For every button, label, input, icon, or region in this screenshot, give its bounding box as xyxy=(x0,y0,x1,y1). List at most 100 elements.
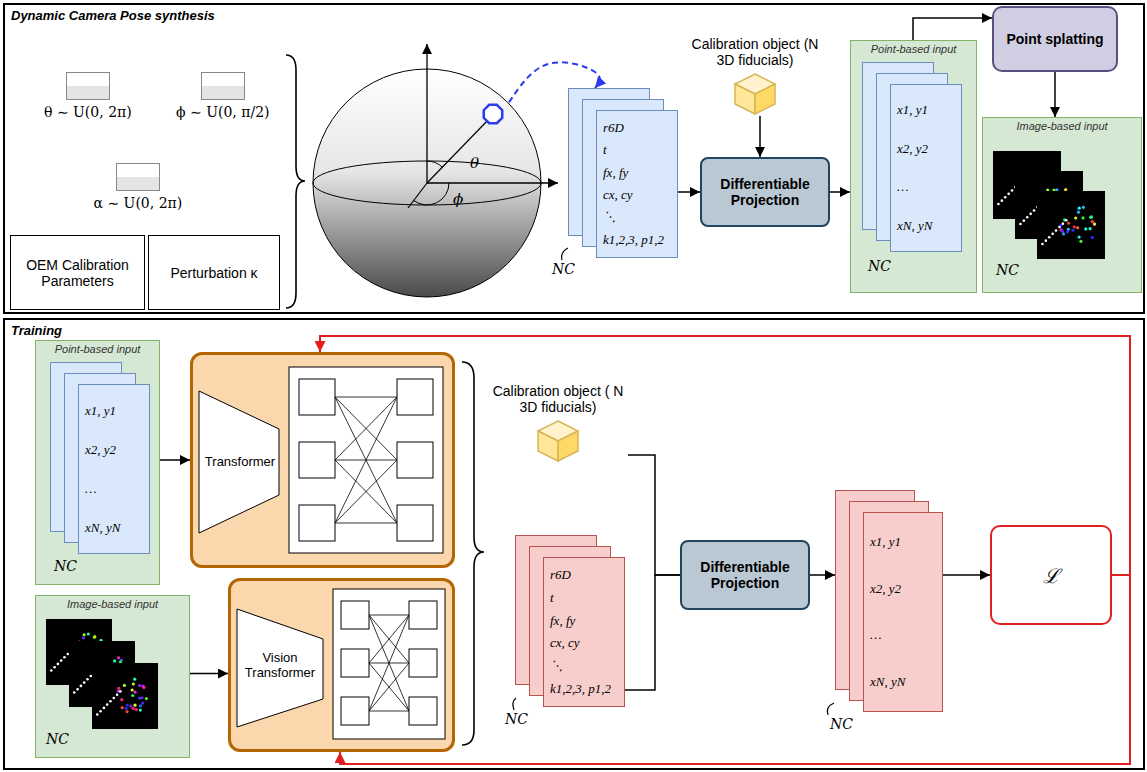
node-text: fx, fy xyxy=(550,613,575,629)
fiducial-dot xyxy=(50,669,53,672)
stack-count: NC xyxy=(868,258,891,274)
node-text: x2, y2 xyxy=(85,442,116,458)
fiducial-dot xyxy=(139,704,142,707)
node-text: … xyxy=(870,627,882,643)
node-text: θ xyxy=(470,154,479,172)
fiducial-dot xyxy=(131,694,134,697)
fiducial-dot xyxy=(60,659,63,662)
fiducial-dot xyxy=(93,636,96,639)
sampling-distribution: ϕ ∼ U(0, π/2) xyxy=(176,72,270,120)
neuron-box xyxy=(299,505,335,541)
node-text: fx, fy xyxy=(603,165,628,181)
fiducial-dot xyxy=(1026,216,1029,219)
neuron-box xyxy=(341,649,369,677)
node-text: x2, y2 xyxy=(870,581,901,597)
camera-ray xyxy=(427,118,490,183)
neuron-link xyxy=(335,397,397,460)
stack-brace xyxy=(513,698,516,710)
card-stack: x1, y1x2, y2…xN, yN xyxy=(50,362,150,554)
node-text: Image-based input xyxy=(36,596,189,610)
splat-image xyxy=(1037,191,1105,259)
neuron-box xyxy=(409,601,437,629)
fiducial-dot xyxy=(145,697,148,700)
node-text: Point splatting xyxy=(1006,31,1103,47)
fiducial-dot xyxy=(121,706,124,709)
fiducial-dot xyxy=(133,704,136,707)
neuron-box xyxy=(397,442,433,478)
axis-arrow xyxy=(426,44,427,183)
curly-brace xyxy=(462,362,484,745)
connector-arrow xyxy=(625,575,680,690)
fiducial-dot xyxy=(1045,239,1048,242)
connector-arrow xyxy=(759,116,761,157)
fiducial-dot xyxy=(125,710,128,713)
card-stack: r6Dtfx, fycx, cy⋱k1,2,3, p1,2 xyxy=(568,88,678,258)
distribution-icon xyxy=(201,72,245,100)
fiducial-dot xyxy=(1093,222,1096,225)
node-text: t xyxy=(603,142,607,158)
node-text: Differentiable Projection xyxy=(688,559,802,591)
node-text: OEM Calibration Parameters xyxy=(19,257,136,289)
fiducial-dot xyxy=(1089,216,1092,219)
fiducial-dot xyxy=(89,675,92,678)
neuron-box xyxy=(397,505,433,541)
model-block: Transformer xyxy=(190,352,455,568)
fiducial-dot xyxy=(123,684,126,687)
parameter-box: OEM Calibration Parameters xyxy=(10,235,145,310)
node-text: ℒ xyxy=(1043,562,1060,589)
model-block: Vision Transformer xyxy=(228,578,455,752)
node-text: Dynamic Camera Pose synthesis xyxy=(5,5,221,26)
layer-panel xyxy=(333,589,445,739)
fiducial-dot xyxy=(83,681,86,684)
card-stack: r6Dtfx, fycx, cy⋱k1,2,3, p1,2 xyxy=(515,535,625,707)
front-card: x1, y1x2, y2…xN, yN xyxy=(890,84,962,252)
cube-face xyxy=(538,431,558,461)
fiducial-dot xyxy=(80,685,83,688)
fiducial-dot xyxy=(129,704,132,707)
node-text: r6D xyxy=(603,120,624,136)
axis-arrow xyxy=(427,182,558,183)
calibration-object: Calibration object (N 3D fiducials) xyxy=(690,36,820,116)
node-text: Training xyxy=(5,320,68,341)
fiducial-dot xyxy=(1076,226,1079,229)
fiducial-dot xyxy=(113,659,116,662)
stack-count: NC xyxy=(54,558,77,574)
fiducial-dot xyxy=(1062,222,1065,225)
node-text: Perturbation κ xyxy=(170,265,257,281)
stack-count: NC xyxy=(505,711,528,727)
fiducial-dot xyxy=(1019,223,1022,226)
node-text: … xyxy=(897,179,909,195)
node-text: ⋱ xyxy=(550,658,563,674)
cube-face xyxy=(558,431,578,461)
connector-arrow xyxy=(190,673,228,675)
cube-icon xyxy=(733,72,777,116)
fiducial-dot xyxy=(116,693,119,696)
neuron-link xyxy=(335,460,397,523)
sampling-distribution: α ∼ U(0, 2π) xyxy=(94,163,183,211)
fiducial-dot xyxy=(117,656,120,659)
front-card: x1, y1x2, y2…xN, yN xyxy=(78,384,150,554)
fiducial-dot xyxy=(1081,216,1084,219)
projection-line xyxy=(408,183,427,208)
process-box: Differentiable Projection xyxy=(680,540,810,610)
fiducial-dot xyxy=(57,663,60,666)
cube-face xyxy=(755,84,775,114)
process-box: Differentiable Projection xyxy=(700,157,830,227)
node-text: cx, cy xyxy=(550,635,580,651)
front-card: x1, y1x2, y2…xN, yN xyxy=(863,512,943,712)
fiducial-dot xyxy=(1061,230,1064,233)
fiducial-dot xyxy=(997,203,1000,206)
fiducial-dot xyxy=(93,635,96,638)
neuron-box xyxy=(299,379,335,415)
node-text: x1, y1 xyxy=(897,102,928,118)
neuron-box xyxy=(409,697,437,725)
node-text: … xyxy=(85,481,97,497)
curly-brace xyxy=(286,55,305,308)
fiducial-dot xyxy=(1055,229,1058,232)
connector-arrow xyxy=(943,574,990,576)
connector-arrow xyxy=(913,18,992,40)
stack-brace xyxy=(562,248,568,260)
stack-brace xyxy=(827,703,834,715)
fiducial-dot xyxy=(1071,229,1074,232)
neuron-link xyxy=(335,523,397,524)
